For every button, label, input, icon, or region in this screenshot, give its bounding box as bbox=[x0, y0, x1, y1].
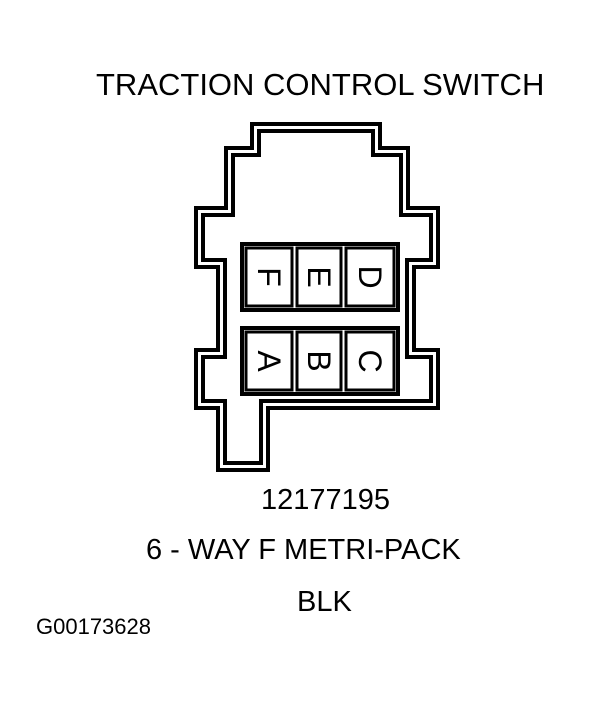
pin-cavity-a bbox=[244, 330, 294, 392]
connector-color: BLK bbox=[297, 586, 352, 618]
pin-label-c: C bbox=[352, 349, 388, 372]
diagram-title: TRACTION CONTROL SWITCH bbox=[96, 67, 545, 102]
pin-row-bottom-frame bbox=[240, 326, 400, 396]
pin-label-f: F bbox=[251, 267, 287, 287]
figure-id: G00173628 bbox=[36, 614, 151, 639]
connector-housing-outer bbox=[194, 122, 440, 472]
pin-cavity-e bbox=[295, 246, 343, 308]
pin-cavity-b bbox=[295, 330, 343, 392]
pin-label-b: B bbox=[301, 350, 337, 371]
part-number: 12177195 bbox=[260, 484, 391, 516]
pin-label-e: E bbox=[301, 266, 337, 287]
pin-row-top-frame bbox=[240, 242, 400, 312]
pin-label-d: D bbox=[352, 265, 388, 288]
connector-housing-inner bbox=[201, 129, 433, 465]
pin-cavity-d bbox=[344, 246, 396, 308]
connector-type: 6 - WAY F METRI-PACK bbox=[146, 534, 461, 566]
pin-label-a: A bbox=[251, 350, 287, 372]
pin-cavity-f bbox=[244, 246, 294, 308]
pin-cavity-c bbox=[344, 330, 396, 392]
